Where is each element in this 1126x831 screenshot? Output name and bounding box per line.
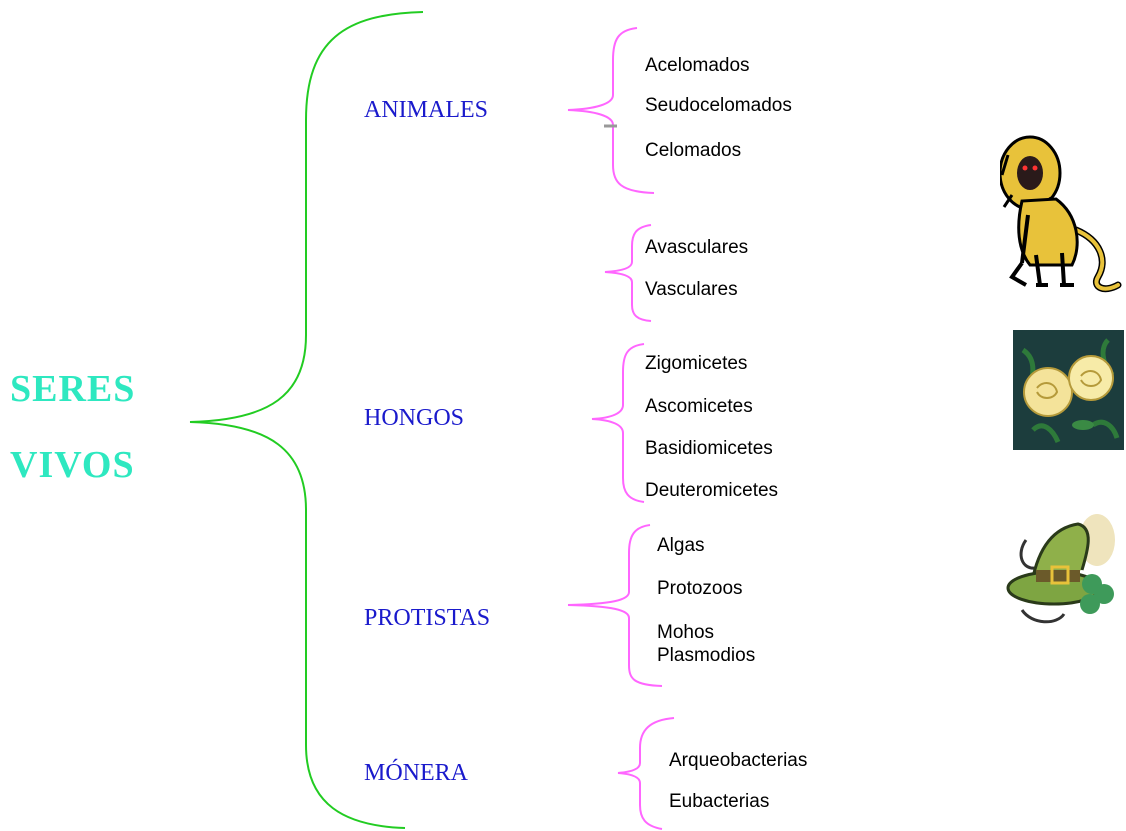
item-algas: Algas [657, 535, 705, 556]
item-celomados: Celomados [645, 140, 742, 161]
main-brace [189, 11, 424, 829]
item-ascomicetes: Ascomicetes [645, 396, 753, 417]
root-title-line1: SERES [10, 368, 136, 410]
sub-brace-hongos [591, 343, 645, 503]
item-vasculares: Vasculares [645, 279, 738, 300]
hat-clover-clipart [1006, 514, 1115, 624]
item-basidiomicetes: Basidiomicetes [645, 438, 773, 459]
category-hongos: HONGOS [364, 405, 465, 431]
item-eubacterias: Eubacterias [669, 791, 770, 812]
item-protozoos: Protozoos [657, 578, 743, 599]
sub-brace-animales [567, 27, 655, 194]
sub-brace-monera [617, 717, 675, 830]
sub-brace-protistas [567, 524, 663, 687]
category-protistas: PROTISTAS [364, 605, 491, 631]
item-zigomicetes: Zigomicetes [645, 353, 748, 374]
category-animales: ANIMALES [364, 97, 488, 123]
item-avasculares: Avasculares [645, 237, 749, 258]
monkey-clipart [1000, 135, 1122, 293]
sub-brace-plantas [604, 224, 652, 322]
category-monera: MÓNERA [364, 760, 469, 786]
item-mohos-plasmodios: Mohos Plasmodios [657, 622, 756, 666]
roses-clipart [1013, 330, 1124, 450]
item-seudocelomados: Seudocelomados [645, 95, 792, 116]
root-title-line2: VIVOS [10, 444, 135, 486]
item-acelomados: Acelomados [645, 55, 750, 76]
item-arqueobacterias: Arqueobacterias [669, 750, 808, 771]
item-deuteromicetes: Deuteromicetes [645, 480, 779, 501]
